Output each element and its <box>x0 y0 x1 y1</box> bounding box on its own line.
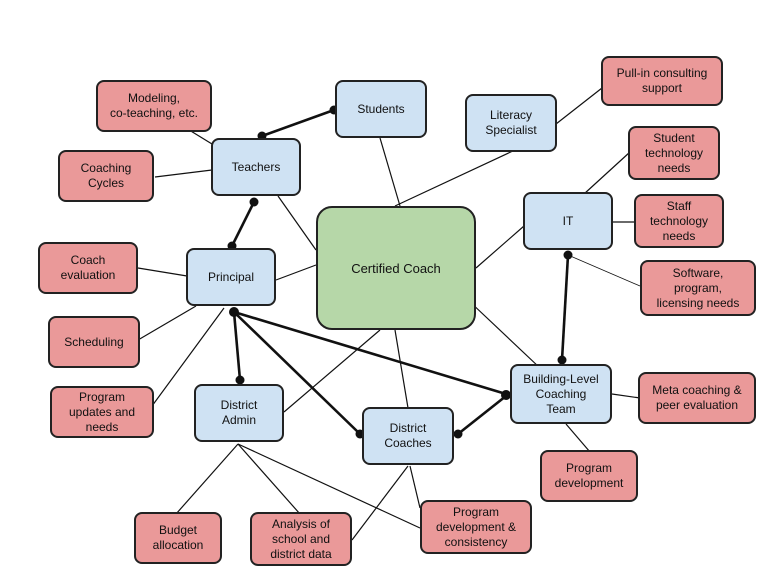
student-technology-node: Student technology needs <box>628 126 720 180</box>
connector-districtcoaches-analysis <box>351 465 409 541</box>
scheduling-node: Scheduling <box>48 316 140 368</box>
literacy-specialist-node: Literacy Specialist <box>465 94 557 152</box>
program-development-consistency-node: Program development & consistency <box>420 500 532 554</box>
connector-teachers-students <box>261 108 335 138</box>
connector-literacy-pullin <box>555 87 603 125</box>
connector-it-building <box>560 254 570 361</box>
teachers-node: Teachers <box>211 138 301 196</box>
connector-districtcoaches-programdev <box>409 465 421 509</box>
connector-dot <box>249 197 259 207</box>
connector-updates-principal <box>151 307 225 407</box>
meta-coaching-node: Meta coaching & peer evaluation <box>638 372 756 424</box>
budget-allocation-node: Budget allocation <box>134 512 222 564</box>
principal-node: Principal <box>186 248 276 306</box>
pull-in-consulting-node: Pull-in consulting support <box>601 56 723 106</box>
connector-districtcoaches-building <box>457 394 507 436</box>
connector-principal-districtadmin <box>232 311 242 381</box>
coaching-cycles-node: Coaching Cycles <box>58 150 154 202</box>
connector-dot <box>501 390 511 400</box>
certified-coach-node: Certified Coach <box>316 206 476 330</box>
connector-dot <box>563 250 573 260</box>
connector-coach-building <box>467 299 541 369</box>
analysis-data-node: Analysis of school and district data <box>250 512 352 566</box>
students-node: Students <box>335 80 427 138</box>
connector-it-studenttech <box>583 151 631 195</box>
it-node: IT <box>523 192 613 250</box>
connector-coach-districtadmin <box>283 329 381 413</box>
staff-technology-node: Staff technology needs <box>634 194 724 248</box>
connector-dot <box>557 355 567 365</box>
district-coaches-node: District Coaches <box>362 407 454 465</box>
connector-evaluation-principal <box>137 267 188 277</box>
program-development-node: Program development <box>540 450 638 502</box>
connector-dot <box>453 429 463 439</box>
connector-cycles-teachers <box>154 169 213 178</box>
connector-literacy-coach <box>394 149 516 207</box>
software-licensing-node: Software, program, licensing needs <box>640 260 756 316</box>
coach-evaluation-node: Coach evaluation <box>38 242 138 294</box>
program-updates-node: Program updates and needs <box>50 386 154 438</box>
connector-principal-building <box>233 310 507 396</box>
district-admin-node: District Admin <box>194 384 284 442</box>
connector-dot <box>235 375 245 385</box>
connector-building-meta <box>611 393 641 399</box>
connector-principal-coach <box>275 264 317 281</box>
connector-it-software <box>567 254 641 287</box>
connector-scheduling-principal <box>137 305 197 341</box>
connector-teachers-principal <box>230 201 256 247</box>
connector-admin-budget <box>175 443 239 515</box>
connector-coach-districtcoaches <box>394 329 409 409</box>
connector-admin-programdev <box>237 443 421 529</box>
connector-principal-districtcoaches <box>233 311 361 435</box>
connector-building-programdevelopment <box>565 423 591 453</box>
connector-teachers-coach <box>277 195 317 251</box>
building-coaching-team-node: Building-Level Coaching Team <box>510 364 612 424</box>
connector-admin-analysis <box>237 443 301 515</box>
connector-dot <box>229 307 239 317</box>
connector-students-coach <box>379 137 401 207</box>
modeling-node: Modeling, co-teaching, etc. <box>96 80 212 132</box>
connector-coach-it <box>475 225 525 269</box>
